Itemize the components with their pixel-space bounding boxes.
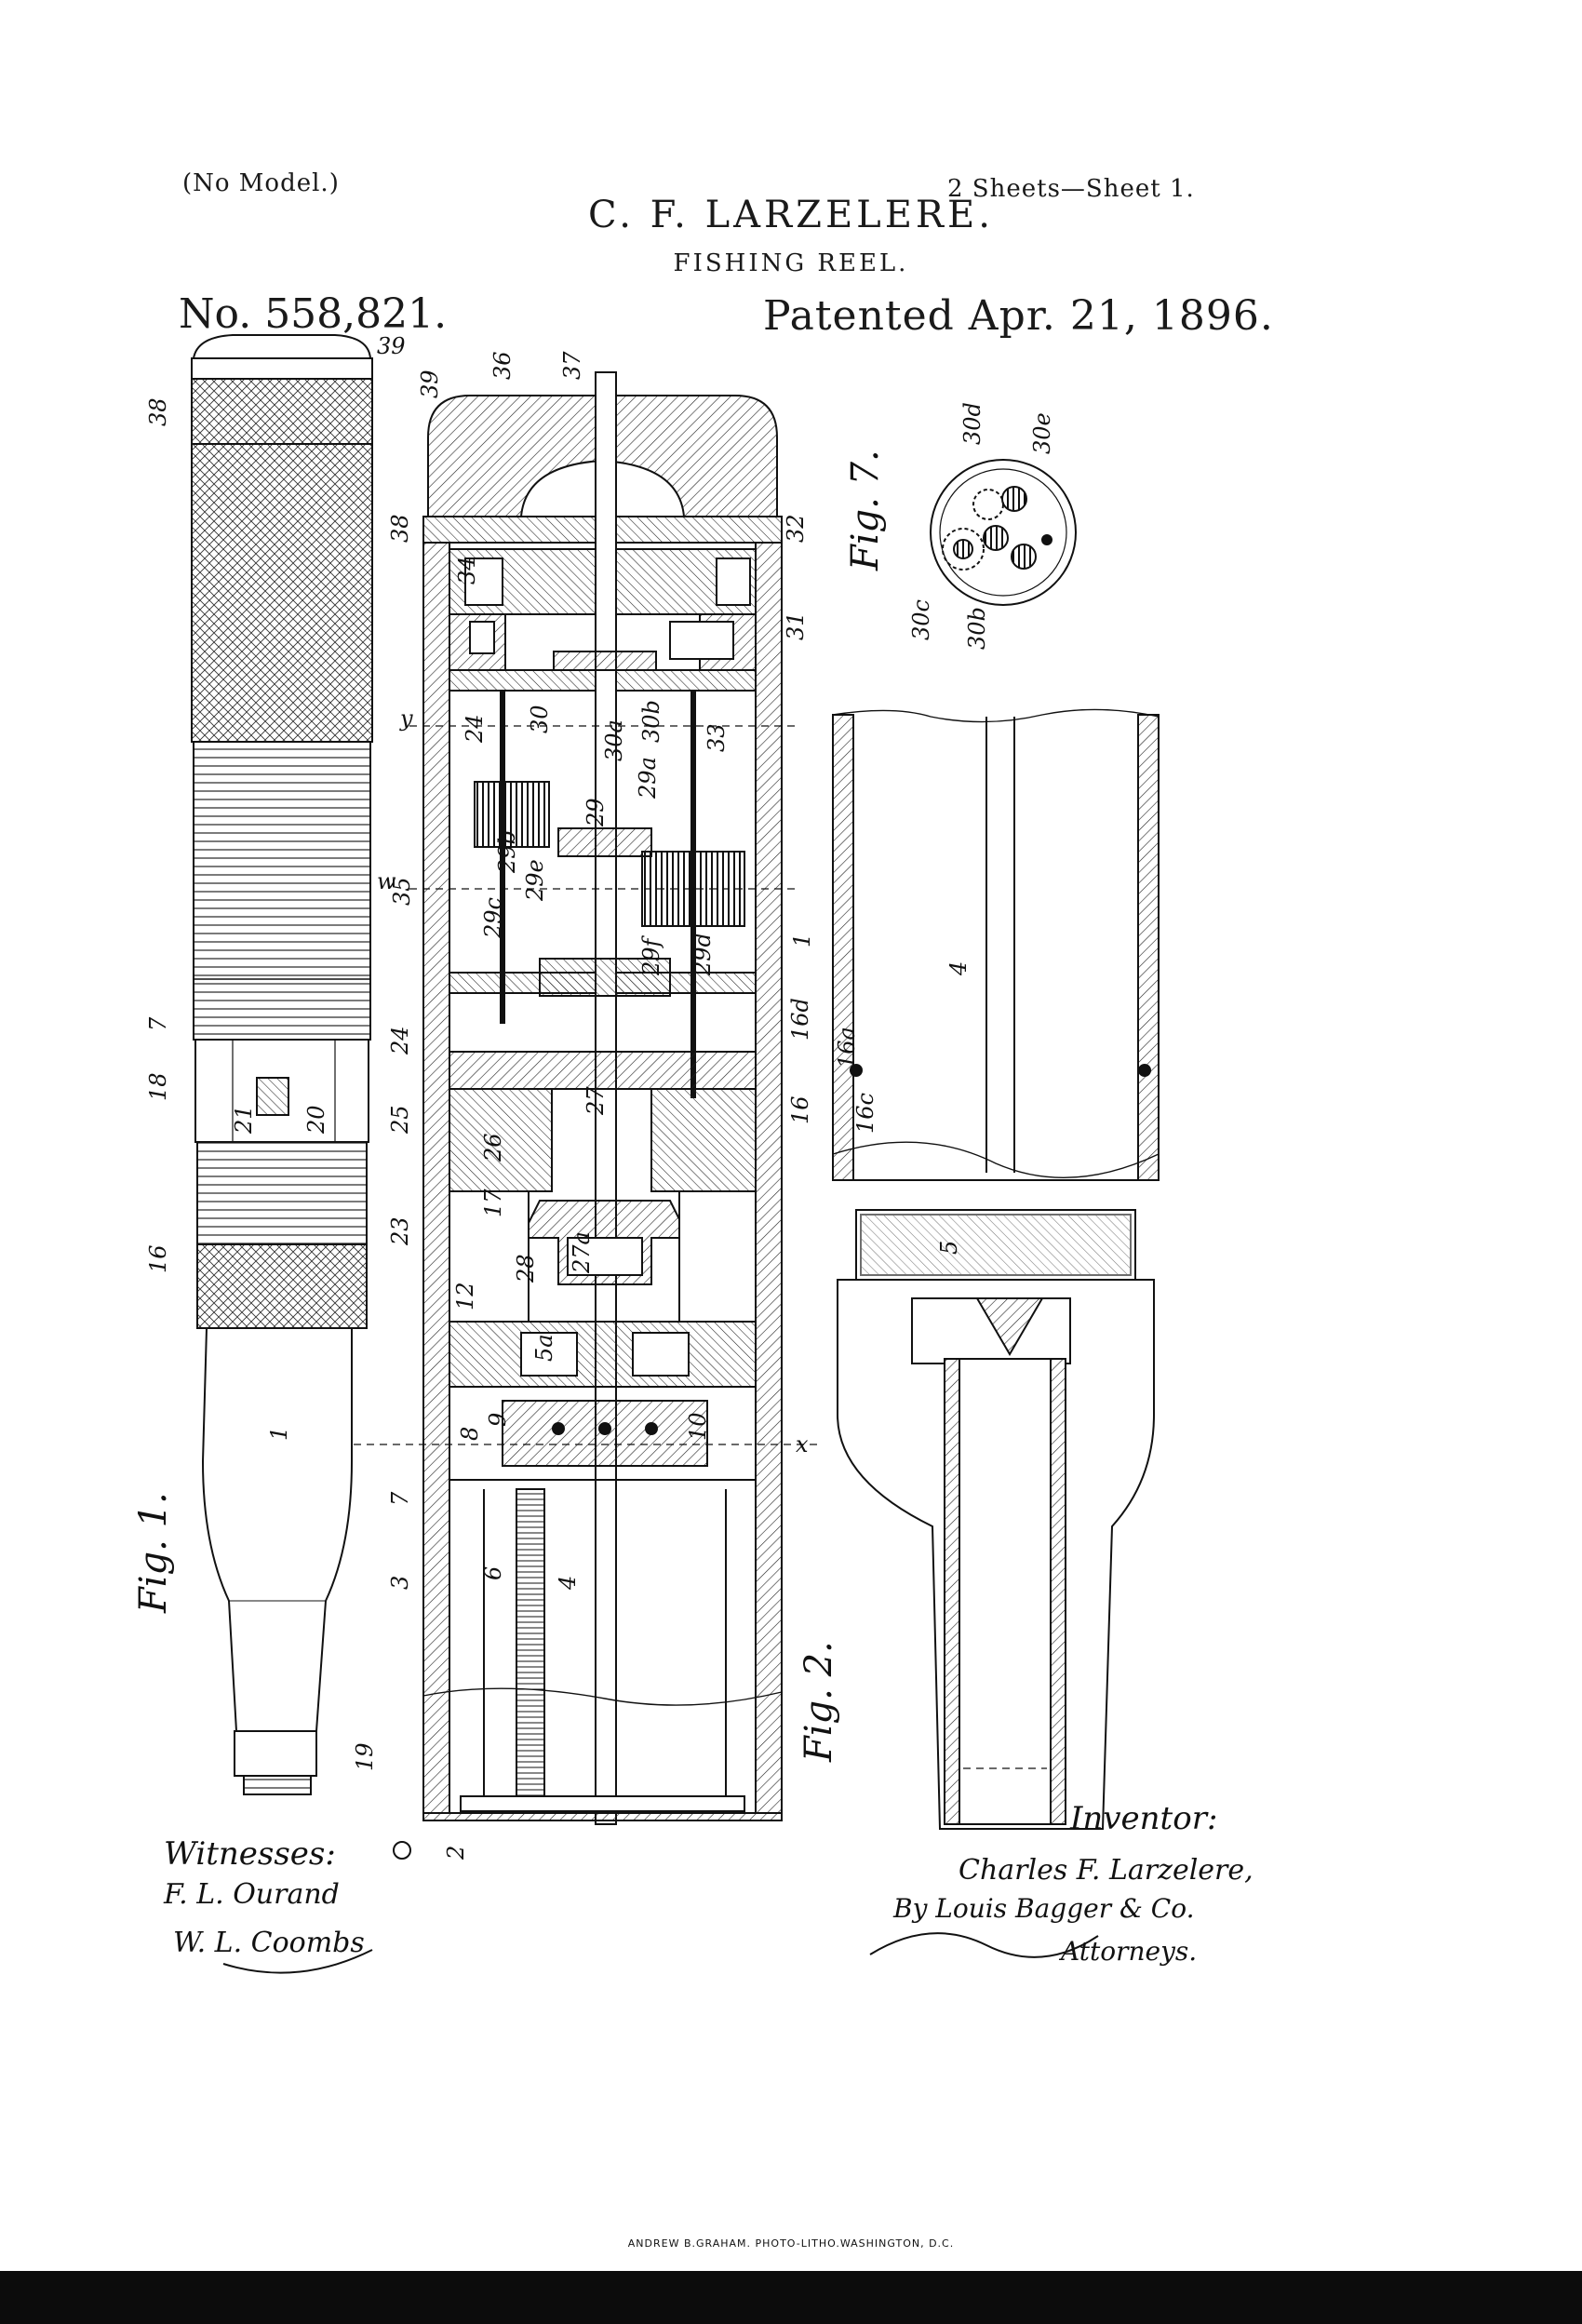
- ref-5a-fig2: 5a: [531, 1334, 557, 1362]
- fig-7-label: Fig. 7.: [844, 450, 887, 571]
- no-model-label: (No Model.): [182, 169, 340, 197]
- ref-38-fig2: 38: [387, 514, 413, 543]
- ref-29c-fig2: 29c: [480, 897, 506, 939]
- ref-8-fig2: 8: [457, 1427, 483, 1441]
- fig-2-label: Fig. 2.: [798, 1641, 840, 1763]
- patent-number: No. 558,821.: [179, 290, 448, 338]
- ref-9-fig2: 9: [485, 1413, 511, 1427]
- figure-7-gear-cross-section: [930, 459, 1077, 606]
- ref-12-fig2: 12: [452, 1282, 478, 1310]
- ref-18-fig1: 18: [145, 1072, 171, 1101]
- ref-19-fig1: 19: [352, 1742, 378, 1771]
- ref-7-fig2: 7: [387, 1491, 413, 1506]
- ref-7-fig1: 7: [145, 1016, 171, 1031]
- ref-2-fig1: 2: [443, 1846, 469, 1861]
- signature-flourishes: [222, 1932, 1099, 1974]
- ref-29-fig2: 29: [583, 798, 609, 827]
- ref-4-fig2: 4: [555, 1576, 581, 1591]
- inventor-label: Inventor:: [1070, 1800, 1218, 1837]
- sheet-count-label: 2 Sheets—Sheet 1.: [947, 175, 1195, 203]
- ref-29f-fig2: 29f: [638, 934, 664, 976]
- scan-border-bar: [0, 2271, 1582, 2324]
- ref-30b-fig2: 30b: [638, 700, 664, 743]
- ref-21-fig1: 21: [231, 1105, 257, 1135]
- ref-29d-fig2: 29d: [690, 933, 716, 976]
- ref-34-fig2: 34: [454, 556, 480, 584]
- ref-30b-fig7: 30b: [964, 607, 990, 650]
- inventor-signature: Charles F. Larzelere,: [959, 1854, 1254, 1887]
- ref-30c-fig7: 30c: [908, 599, 934, 640]
- attorney-signature: By Louis Bagger & Co.: [893, 1893, 1195, 1924]
- witness-signature-2: W. L. Coombs: [173, 1927, 365, 1959]
- ref-29a-fig2: 29a: [635, 757, 661, 799]
- ref-10-fig2: 10: [685, 1412, 711, 1441]
- ref-25-fig2: 25: [387, 1105, 413, 1135]
- patent-title: FISHING REEL.: [673, 249, 909, 277]
- ref-30d-fig7: 30d: [959, 402, 985, 445]
- ref-1-right: 1: [789, 934, 815, 947]
- figure-butt-section-view: [832, 708, 1160, 1830]
- ref-16-right: 16: [787, 1095, 813, 1124]
- reference-numerals: 39 38 7 18 21 20 16 1 19 2 39 36 37 38 3…: [145, 333, 1055, 1861]
- ref-17-fig2: 17: [480, 1189, 506, 1217]
- witness-signature-1: F. L. Ourand: [164, 1878, 340, 1911]
- ref-5-right: 5: [936, 1241, 962, 1255]
- ref-39-fig1: 39: [377, 333, 406, 359]
- ref-20-fig1: 20: [303, 1105, 329, 1135]
- ref-x-fig2: x: [796, 1431, 809, 1458]
- ref-30a-fig2: 30a: [601, 719, 627, 761]
- ref-6-fig2: 6: [480, 1566, 506, 1580]
- ref-38-fig1: 38: [145, 397, 171, 426]
- ref-4-right: 4: [945, 961, 972, 976]
- fig-1-label: Fig. 1.: [132, 1492, 175, 1614]
- ref-16-fig1: 16: [145, 1244, 171, 1273]
- ref-35-fig2: 35: [389, 877, 415, 906]
- ref-y-fig2: y: [399, 705, 413, 732]
- ref-30-fig2: 30: [527, 705, 553, 733]
- ref-29e-fig2: 29e: [522, 859, 548, 902]
- ref-24b-fig2: 24: [387, 1026, 413, 1055]
- ref-33-fig2: 33: [704, 723, 730, 752]
- witnesses-label: Witnesses:: [164, 1835, 336, 1873]
- ref-27-fig2: 27: [583, 1086, 609, 1116]
- ref-24-fig2: 24: [462, 714, 488, 744]
- patent-date: Patented Apr. 21, 1896.: [763, 292, 1274, 340]
- ref-1-fig1: 1: [266, 1427, 292, 1441]
- ref-23-fig2: 23: [387, 1216, 413, 1246]
- inventor-heading: C. F. LARZELERE.: [588, 194, 994, 236]
- ref-3-fig2: 3: [387, 1576, 413, 1590]
- ref-w-fig2: w: [377, 868, 396, 894]
- ref-16a-right: 16a: [834, 1027, 860, 1068]
- attorneys-label: Attorneys.: [1061, 1936, 1198, 1967]
- ref-29b-fig2: 29b: [494, 830, 520, 874]
- ref-30e-fig7: 30e: [1029, 412, 1055, 454]
- ref-16c-right: 16c: [852, 1093, 878, 1134]
- ref-28-fig2: 28: [513, 1254, 539, 1283]
- figure-1-exterior-view: [191, 334, 411, 1860]
- printer-credit: ANDREW B.GRAHAM. PHOTO-LITHO.WASHINGTON,…: [627, 2237, 955, 2250]
- ref-32-fig2: 32: [783, 514, 809, 543]
- figure-2-section-view: [354, 371, 819, 1825]
- ref-16d-right: 16d: [787, 998, 813, 1041]
- ref-26-fig2: 26: [480, 1133, 506, 1162]
- ref-36-fig2: 36: [489, 351, 516, 380]
- ref-37-fig2: 37: [559, 351, 585, 380]
- ref-39-fig2: 39: [417, 369, 443, 398]
- ref-31-fig2: 31: [783, 611, 809, 640]
- ref-27a-fig2: 27a: [569, 1231, 595, 1274]
